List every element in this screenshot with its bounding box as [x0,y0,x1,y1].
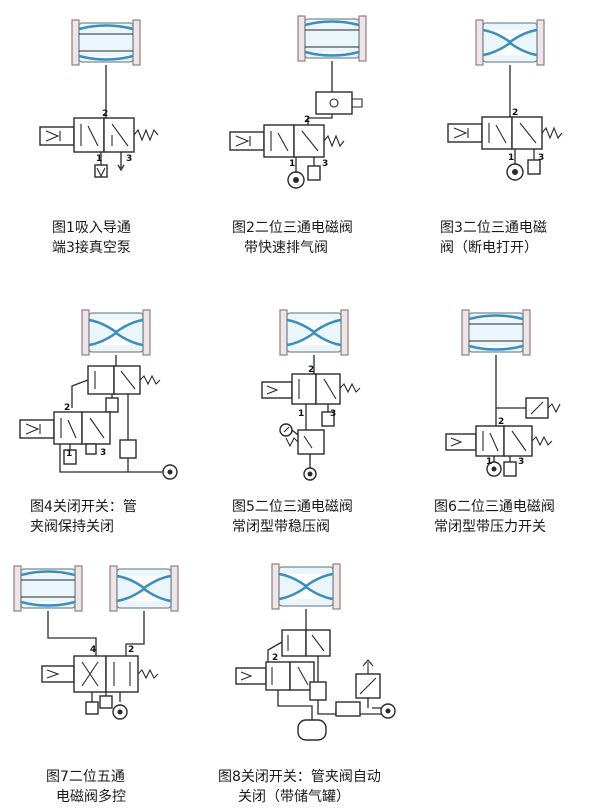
port-2-label: 2 [272,653,278,663]
port-2-label: 2 [304,115,310,125]
pinch-valve [475,19,545,66]
port-1-label: 1 [96,154,102,164]
figure-3-schematic: 2 1 3 [447,19,563,181]
pinch-valve [71,19,141,66]
pinch-valve [461,309,531,356]
figure-7: 4 2 图7二位五通 电磁阀多控 [0,556,200,812]
port-1-label: 1 [66,449,72,459]
port-2-label: 2 [308,365,314,375]
check-valve [119,439,137,459]
exhaust-muffler-b [85,701,99,715]
exhaust-muffler [307,165,321,181]
figure-6: 2 1 3 图6二位三通电磁阀 常闭型带压力开关 [400,300,600,550]
port-3-label: 3 [100,448,106,458]
figure-8-schematic: 2 [235,563,396,741]
figure-1-schematic: 2 1 3 [39,19,159,178]
figure-4-schematic: 2 1 3 [19,309,178,480]
figure-4: 2 1 3 图4关闭开关：管 夹阀保持关闭 [0,300,200,550]
quick-exhaust-valve [307,91,363,125]
pilot-valve [267,629,331,682]
pressure-switch [525,397,561,419]
exhaust-muffler [94,152,125,178]
figure-2-caption-line2: 带快速排气阀 [244,240,328,256]
port-3-label: 3 [518,457,524,467]
figure-8-caption-line1: 图8关闭开关：管夹阀自动 [218,769,381,785]
figure-1: 2 1 3 图1吸入导通 端3接真空泵 [0,0,200,270]
figure-2-caption-line1: 图2二位三通电磁阀 [232,220,353,236]
port-2-label: 2 [498,417,504,427]
port-3-label: 3 [322,159,328,169]
figure-6-schematic: 2 1 3 [445,309,561,477]
pilot-valve [71,365,161,440]
pinch-valve-right [109,565,179,612]
port-2-label: 2 [102,109,108,119]
port-2-label: 2 [128,645,134,655]
5-2-solenoid-valve [41,655,159,693]
exhaust-muffler [503,461,517,477]
figure-7-caption-line2: 电磁阀多控 [56,789,126,805]
air-reservoir-tank [297,719,327,741]
check-valve [309,681,327,701]
pinch-valve-left [13,565,83,612]
figure-7-caption-line1: 图7二位五通 [46,769,125,785]
port-3-label: 3 [538,153,544,163]
solenoid-valve [229,124,345,158]
solenoid-valve [261,373,361,405]
exhaust-muffler [321,411,335,427]
figure-6-caption-line2: 常闭型带压力开关 [434,519,546,535]
solenoid-valve [19,411,111,455]
figure-4-caption-line1: 图4关闭开关：管 [30,499,137,515]
figure-1-caption-line1: 图1吸入导通 [52,220,131,236]
solenoid-valve [235,661,315,691]
figure-8-caption-line2: 关闭（带储气罐） [238,789,350,805]
solenoid-valve [39,117,159,153]
figure-3-caption-line1: 图3二位三通电磁 [440,220,547,236]
port-1-label: 1 [508,153,514,163]
solenoid-valve [447,116,563,150]
figure-3: 2 1 3 图3二位三通电磁 阀（断电打开） [400,0,600,270]
figure-4-caption-line2: 夹阀保持关闭 [30,519,114,535]
pinch-valve [81,309,151,356]
exhaust-muffler [527,159,541,175]
port-3-label: 3 [126,154,132,164]
solenoid-valve [445,425,553,457]
pinch-valve [297,15,367,62]
figure-5: 2 1 3 图5二位三通电磁阀 常闭型带稳压阀 [200,300,400,550]
port-3-label: 3 [330,409,336,419]
figure-8: 2 图8关闭开关：管夹阀自动 关闭（带储气罐） [200,556,440,812]
port-1-label: 1 [298,409,304,419]
figure-3-caption-line2: 阀（断电打开） [440,240,538,256]
figure-5-caption-line1: 图5二位三通电磁阀 [232,499,353,515]
pinch-valve [271,563,341,610]
port-2-label: 2 [64,403,70,413]
figure-2: 2 1 3 图2二位三通电磁阀 带快速排气阀 [200,0,400,270]
pressure-regulator [355,659,381,708]
figure-5-caption-line2: 常闭型带稳压阀 [232,519,330,535]
figure-1-caption-line2: 端3接真空泵 [52,240,131,256]
filter-unit [335,701,361,717]
figure-6-caption-line1: 图6二位三通电磁阀 [434,499,555,515]
port-1-label: 1 [486,457,492,467]
exhaust-muffler-a [99,695,113,709]
port-4-label: 4 [90,645,96,655]
port-2-label: 2 [512,108,518,118]
figure-2-schematic: 2 1 3 [229,15,367,189]
pinch-valve [279,309,349,356]
figure-7-schematic: 4 2 [13,565,179,720]
port-1-label: 1 [289,159,295,169]
pressure-regulator [279,423,325,460]
exhaust-muffler [63,449,77,465]
figure-5-schematic: 2 1 3 [261,309,361,481]
